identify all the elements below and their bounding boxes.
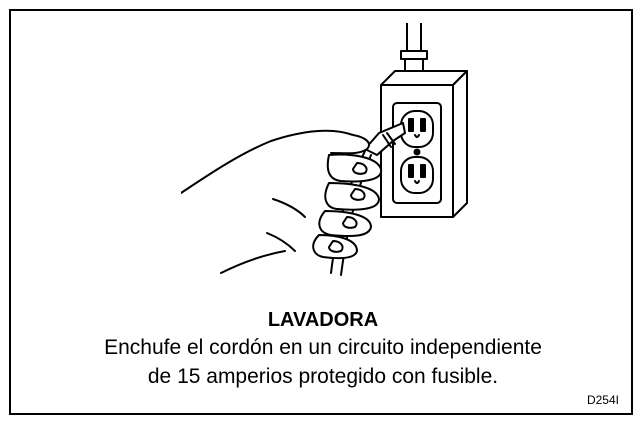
caption-title: LAVADORA	[267, 309, 379, 331]
plug-into-outlet-icon	[181, 23, 468, 276]
caption-line-1: Enchufe el cordón en un circuito indepen…	[104, 336, 542, 359]
instruction-card: LAVADORA Enchufe el cordón en un circuit…	[9, 9, 633, 415]
plug	[364, 122, 406, 156]
figure-code: D254I	[586, 393, 619, 407]
caption-line-2: de 15 amperios protegido con fusible.	[147, 365, 499, 388]
hand	[181, 129, 383, 274]
caption: LAVADORA Enchufe el cordón en un circuit…	[11, 307, 635, 391]
